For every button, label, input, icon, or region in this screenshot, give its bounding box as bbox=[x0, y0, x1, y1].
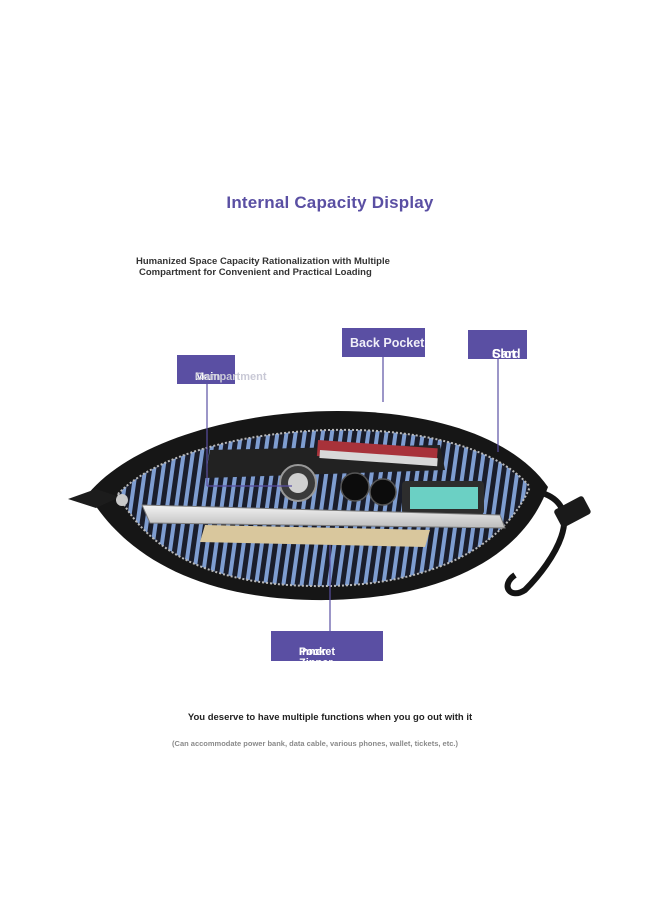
back-pocket-label: Back Pocket bbox=[342, 328, 425, 357]
subtitle: Humanized Space Capacity Rationalization… bbox=[136, 256, 556, 278]
capacity-note: (Can accommodate power bank, data cable,… bbox=[172, 739, 458, 748]
card-slot-label: Card Slot bbox=[468, 330, 527, 361]
inner-zipper-pocket-label: Inner Zipper Pocket bbox=[271, 631, 383, 669]
zipper-pull bbox=[68, 489, 120, 508]
inner-zipper-line-2: Pocket bbox=[299, 646, 336, 658]
card-slot-line-2: Slot bbox=[492, 347, 516, 361]
phone bbox=[141, 504, 506, 529]
tickets bbox=[200, 525, 430, 547]
sunglasses-lens-2 bbox=[369, 478, 397, 506]
main-label-word-1: Main bbox=[195, 371, 221, 383]
strap-clip bbox=[554, 496, 591, 528]
card-slot-line-1: Card bbox=[492, 347, 521, 361]
subtitle-line-1: Humanized Space Capacity Rationalization… bbox=[136, 256, 390, 267]
page-title: Internal Capacity Display bbox=[226, 193, 434, 212]
card-white bbox=[319, 450, 438, 467]
inner-zipper-line-1: Inner Zipper bbox=[299, 646, 333, 669]
zipper-top bbox=[117, 428, 531, 495]
zipper-bottom bbox=[117, 486, 531, 588]
caption: You deserve to have multiple functions w… bbox=[187, 712, 473, 723]
sunglasses-lens-1 bbox=[340, 472, 370, 502]
back-pocket-text: Back Pocket bbox=[350, 336, 425, 350]
subtitle-line-2: Compartment for Convenient and Practical… bbox=[139, 267, 372, 278]
main-label-word-2: Compartment bbox=[195, 371, 267, 383]
